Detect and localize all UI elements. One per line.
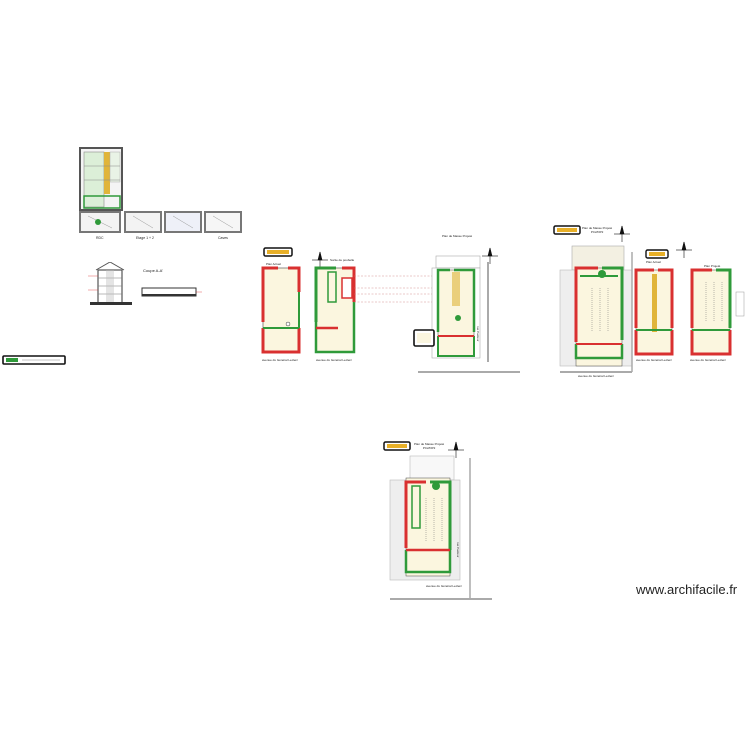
center-plan2-title: Sortie de poubelle: [330, 258, 355, 262]
center-plan2-street: avenue du Général Leclerc: [316, 358, 353, 362]
center-plan1-title: Plan Actuel: [266, 262, 282, 266]
right-plan-street: avenue du Général Leclerc: [690, 358, 727, 362]
sheet-right: Plan de Masse Projeté PC2/DP2 avenue du …: [550, 222, 750, 392]
section-drawing: Coupe A-A': [88, 262, 203, 308]
legend-svg: [2, 355, 66, 365]
bottom-street: avenue du Général Leclerc: [426, 584, 463, 588]
right-mid-title: Plan Actuel: [646, 260, 662, 264]
bottom-side-street: rue Pasteur: [456, 542, 460, 558]
center-plan3-side-street: rue Pasteur: [476, 326, 480, 342]
right-mass-title-line2: PC2/DP2: [590, 230, 604, 234]
bottom-title-line2: PC2/DP2: [422, 446, 436, 450]
right-sheet-svg: [553, 225, 745, 373]
site-watermark: www.archifacile.fr: [636, 582, 738, 597]
center-sheet-svg: [261, 247, 520, 373]
right-mass-street: avenue du Général Leclerc: [578, 374, 615, 378]
section-title: Coupe A-A': [143, 268, 164, 273]
legend-bar: [2, 354, 66, 366]
plan-label-caves: Caves: [218, 236, 228, 240]
plan-label-etage: Etage 1 + 2: [136, 236, 155, 240]
right-mid-street: avenue du Général Leclerc: [636, 358, 673, 362]
bottom-sheet-svg: [383, 441, 492, 600]
bottom-title: Plan de Masse Projeté PC2/DP2: [414, 442, 444, 450]
center-plan3-title: Plan de Masse Projeté: [442, 234, 473, 238]
sheet-center: Plan Actuel avenue du Général Leclerc So…: [258, 232, 523, 387]
right-mass-title-line1: Plan de Masse Projeté: [582, 226, 613, 230]
small-plans-drawing: [79, 147, 242, 233]
right-mass-title: Plan de Masse Projeté PC2/DP2: [582, 226, 612, 234]
bottom-title-line1: Plan de Masse Projeté: [414, 442, 445, 446]
section-svg: [88, 262, 202, 305]
plan-label-rdc: RDC: [96, 236, 104, 240]
sheet-small-plans: RDC Etage 1 + 2 Caves: [78, 146, 248, 246]
right-plan-title: Plan Projeté: [704, 264, 721, 268]
center-plan1-street: avenue du Général Leclerc: [262, 358, 299, 362]
sheet-bottom: Plan de Masse Projeté PC2/DP2 avenue du …: [382, 438, 497, 604]
